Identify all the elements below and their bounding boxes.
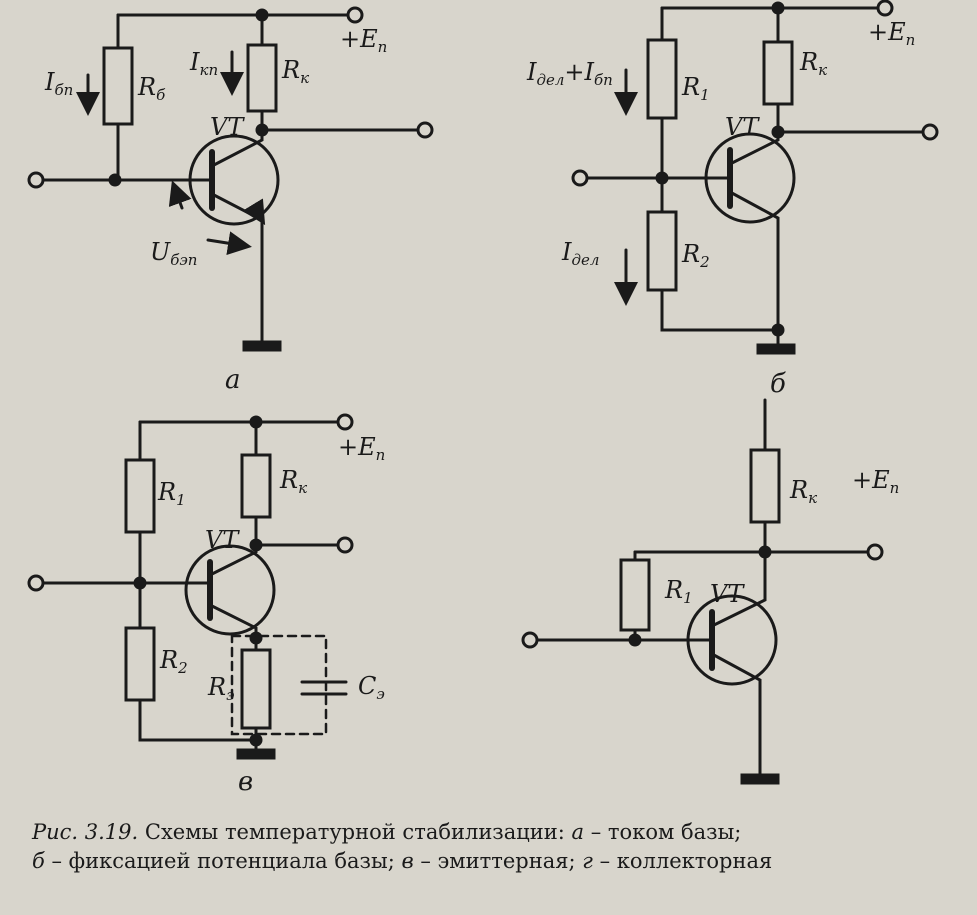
- caption-item-a: а: [571, 820, 585, 844]
- label-vt: VT: [205, 526, 240, 554]
- resistor-r1: [124, 458, 156, 534]
- label-idiv-plus-ib: Iдел+Iбп: [526, 58, 613, 89]
- ground: [756, 343, 796, 355]
- label-idiv: Iдел: [561, 238, 599, 269]
- wire: [138, 698, 258, 742]
- label-supply: +Eп: [868, 18, 915, 49]
- resistor-r1: [646, 38, 678, 120]
- circuit-a: [27, 6, 434, 352]
- caption-text: Схемы температурной стабилизации:: [138, 820, 572, 844]
- subfigure-label-a: а: [225, 365, 241, 395]
- label-ube: Uбэп: [150, 238, 197, 269]
- caption-text-b: – фиксацией потенциала базы;: [44, 849, 402, 873]
- label-vt: VT: [210, 113, 245, 141]
- label-ib: Iбп: [44, 68, 73, 99]
- subfigure-label-v: в: [238, 767, 253, 797]
- figure-caption: Рис. 3.19. Схемы температурной стабилиза…: [32, 818, 962, 876]
- arrow-ube-1: [168, 180, 192, 210]
- circuit-g: [521, 398, 884, 785]
- terminal: [416, 121, 434, 139]
- ground: [242, 340, 282, 352]
- wire: [763, 520, 877, 554]
- wire: [660, 288, 780, 332]
- caption-item-v: в: [401, 849, 414, 873]
- resistor-re: [240, 648, 272, 730]
- caption-text-a: – током базы;: [584, 820, 742, 844]
- resistor-rk: [240, 453, 272, 519]
- label-ce: Cэ: [358, 672, 385, 703]
- label-vt: VT: [725, 113, 760, 141]
- terminal: [336, 413, 354, 431]
- caption-text-v: – эмиттерная;: [413, 849, 583, 873]
- collector: [210, 128, 264, 168]
- terminal: [27, 171, 45, 189]
- label-r1: R1: [664, 576, 693, 607]
- terminal: [336, 536, 354, 554]
- label-r2: R2: [159, 646, 188, 677]
- label-rk: Rк: [281, 56, 309, 87]
- node: [249, 733, 263, 747]
- transistor-vt: [184, 544, 276, 636]
- resistor-r2: [646, 210, 678, 292]
- label-r2: R2: [681, 240, 710, 271]
- resistor-rk: [749, 448, 781, 524]
- node: [628, 633, 642, 647]
- emitter: [728, 190, 780, 347]
- node: [655, 171, 669, 185]
- terminal: [921, 123, 939, 141]
- resistor-rb: [102, 46, 134, 126]
- wire: [254, 515, 347, 547]
- collector: [728, 130, 780, 166]
- collector: [710, 550, 767, 628]
- label-r1: R1: [681, 73, 710, 104]
- collector: [208, 543, 258, 577]
- wire: [260, 109, 427, 132]
- terminal: [866, 543, 884, 561]
- node: [771, 323, 785, 337]
- ground: [740, 773, 780, 785]
- terminal: [521, 631, 539, 649]
- transistor-vt: [686, 594, 778, 686]
- terminal: [876, 0, 894, 17]
- caption-item-g: г: [582, 849, 593, 873]
- circuit-b: [571, 0, 939, 355]
- arrow-ube-2: [206, 231, 252, 256]
- circuit-v: [27, 413, 354, 760]
- resistor-rk: [762, 40, 794, 106]
- label-rk: Rк: [789, 476, 817, 507]
- ground: [236, 748, 276, 760]
- node: [133, 576, 147, 590]
- caption-text-g: – коллекторная: [592, 849, 773, 873]
- subfigure-label-b: б: [770, 369, 786, 399]
- terminal: [346, 6, 364, 24]
- label-supply: +Eп: [340, 25, 387, 56]
- label-supply: +Eп: [338, 433, 385, 464]
- caption-item-b: б: [32, 849, 45, 873]
- terminal: [571, 169, 589, 187]
- label-rb: Rб: [137, 73, 166, 104]
- label-re: Rэ: [207, 673, 234, 704]
- terminal: [27, 574, 45, 592]
- label-supply: +Eп: [852, 466, 899, 497]
- caption-prefix: Рис. 3.19.: [32, 820, 139, 844]
- transistor-vt: [188, 134, 280, 226]
- schematics: +Eп Rб Iбп Iкп Rк VT Uбэп а +Eп Iдел+Iбп…: [27, 0, 939, 837]
- resistor-r1: [619, 558, 651, 632]
- transistor-vt: [704, 132, 796, 224]
- label-vt: VT: [710, 580, 745, 608]
- label-rk: Rк: [279, 466, 307, 497]
- capacitor-ce-box: [230, 634, 328, 736]
- node: [108, 173, 122, 187]
- emitter: [710, 652, 762, 777]
- resistor-rk: [246, 43, 278, 113]
- wire: [776, 102, 932, 134]
- label-rk: Rк: [799, 48, 827, 79]
- resistor-r2: [124, 626, 156, 702]
- emitter: [210, 192, 266, 347]
- subfigure-label-g: г: [760, 807, 773, 815]
- label-r1: R1: [157, 478, 186, 509]
- label-ik: Iкп: [189, 48, 218, 79]
